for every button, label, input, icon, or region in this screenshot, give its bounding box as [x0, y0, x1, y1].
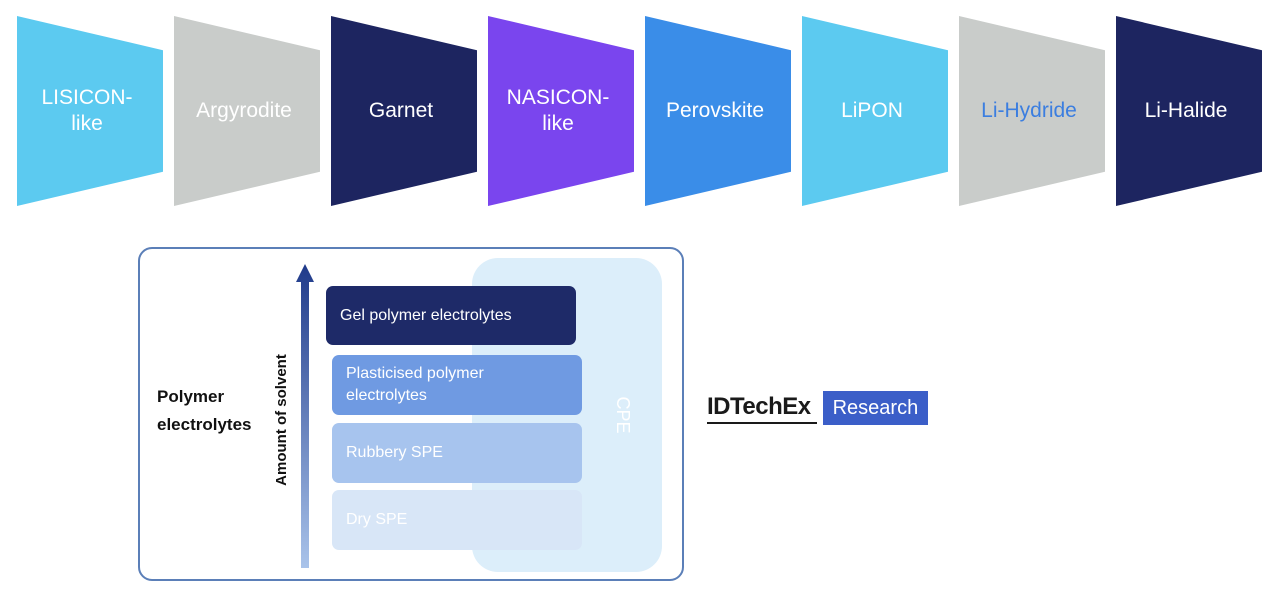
electrolyte-type-label-line: Li-Hydride [981, 99, 1077, 122]
cpe-label: CPE [613, 396, 633, 434]
electrolyte-type-label-line: Argyrodite [196, 99, 292, 122]
level-plasticised-label: Plasticised polymer electrolytes [346, 363, 484, 407]
electrolyte-type-label: LISICON-like [41, 85, 132, 137]
level-plasticised-line1: Plasticised polymer [346, 365, 484, 382]
level-gel-label: Gel polymer electrolytes [340, 306, 512, 324]
electrolyte-type-label-line: like [542, 112, 574, 135]
electrolyte-type-label: Garnet [369, 98, 433, 124]
solvent-axis-arrow-icon [296, 264, 314, 568]
electrolyte-type-label: Li-Halide [1145, 98, 1228, 124]
level-plasticised-polymer: Plasticised polymer electrolytes [332, 355, 582, 415]
level-gel-polymer: Gel polymer electrolytes [326, 286, 576, 345]
electrolyte-type-label: NASICON-like [507, 85, 610, 137]
electrolyte-type-0: LISICON-like [17, 16, 163, 206]
level-dry-spe: Dry SPE [332, 490, 582, 550]
electrolyte-type-label-line: Li-Halide [1144, 99, 1228, 122]
axis-label-amount-of-solvent: Amount of solvent [273, 354, 290, 486]
electrolyte-type-2: Garnet [331, 16, 477, 206]
electrolyte-type-3: NASICON-like [488, 16, 634, 206]
electrolyte-type-label-line: Garnet [368, 99, 434, 122]
electrolyte-type-label: LiPON [841, 98, 903, 124]
polymer-electrolytes-panel [138, 247, 684, 581]
polymer-label-line2: electrolytes [157, 415, 252, 434]
electrolyte-type-6: Li-Hydride [959, 16, 1105, 206]
electrolyte-type-label-line: LiPON [841, 99, 903, 122]
idtechex-logo: IDTechEx Research [707, 390, 929, 426]
electrolyte-type-4: Perovskite [645, 16, 791, 206]
logo-research: Research [822, 391, 929, 425]
level-dry-label: Dry SPE [346, 511, 408, 528]
electrolyte-type-5: LiPON [802, 16, 948, 206]
electrolyte-type-label-line: Perovskite [665, 99, 765, 122]
electrolyte-type-label-line: like [71, 112, 103, 135]
level-rubbery-label: Rubbery SPE [346, 444, 443, 461]
polymer-label-line1: Polymer [157, 387, 225, 406]
logo-brand: IDTechEx [707, 392, 817, 424]
level-plasticised-line2: electrolytes [346, 387, 427, 404]
electrolyte-type-label: Argyrodite [196, 98, 292, 124]
electrolyte-type-label-line: NASICON- [506, 86, 610, 109]
electrolyte-type-1: Argyrodite [174, 16, 320, 206]
electrolyte-type-7: Li-Halide [1116, 16, 1262, 206]
electrolyte-type-label-line: LISICON- [41, 86, 133, 109]
inorganic-electrolyte-types: LISICON-like Argyrodite Garnet NASICON-like… [0, 0, 1280, 215]
level-rubbery-spe: Rubbery SPE [332, 423, 582, 483]
electrolyte-type-label: Perovskite [666, 98, 764, 124]
polymer-electrolytes-label: Polymer electrolytes [157, 383, 277, 439]
electrolyte-type-label: Li-Hydride [981, 98, 1077, 124]
